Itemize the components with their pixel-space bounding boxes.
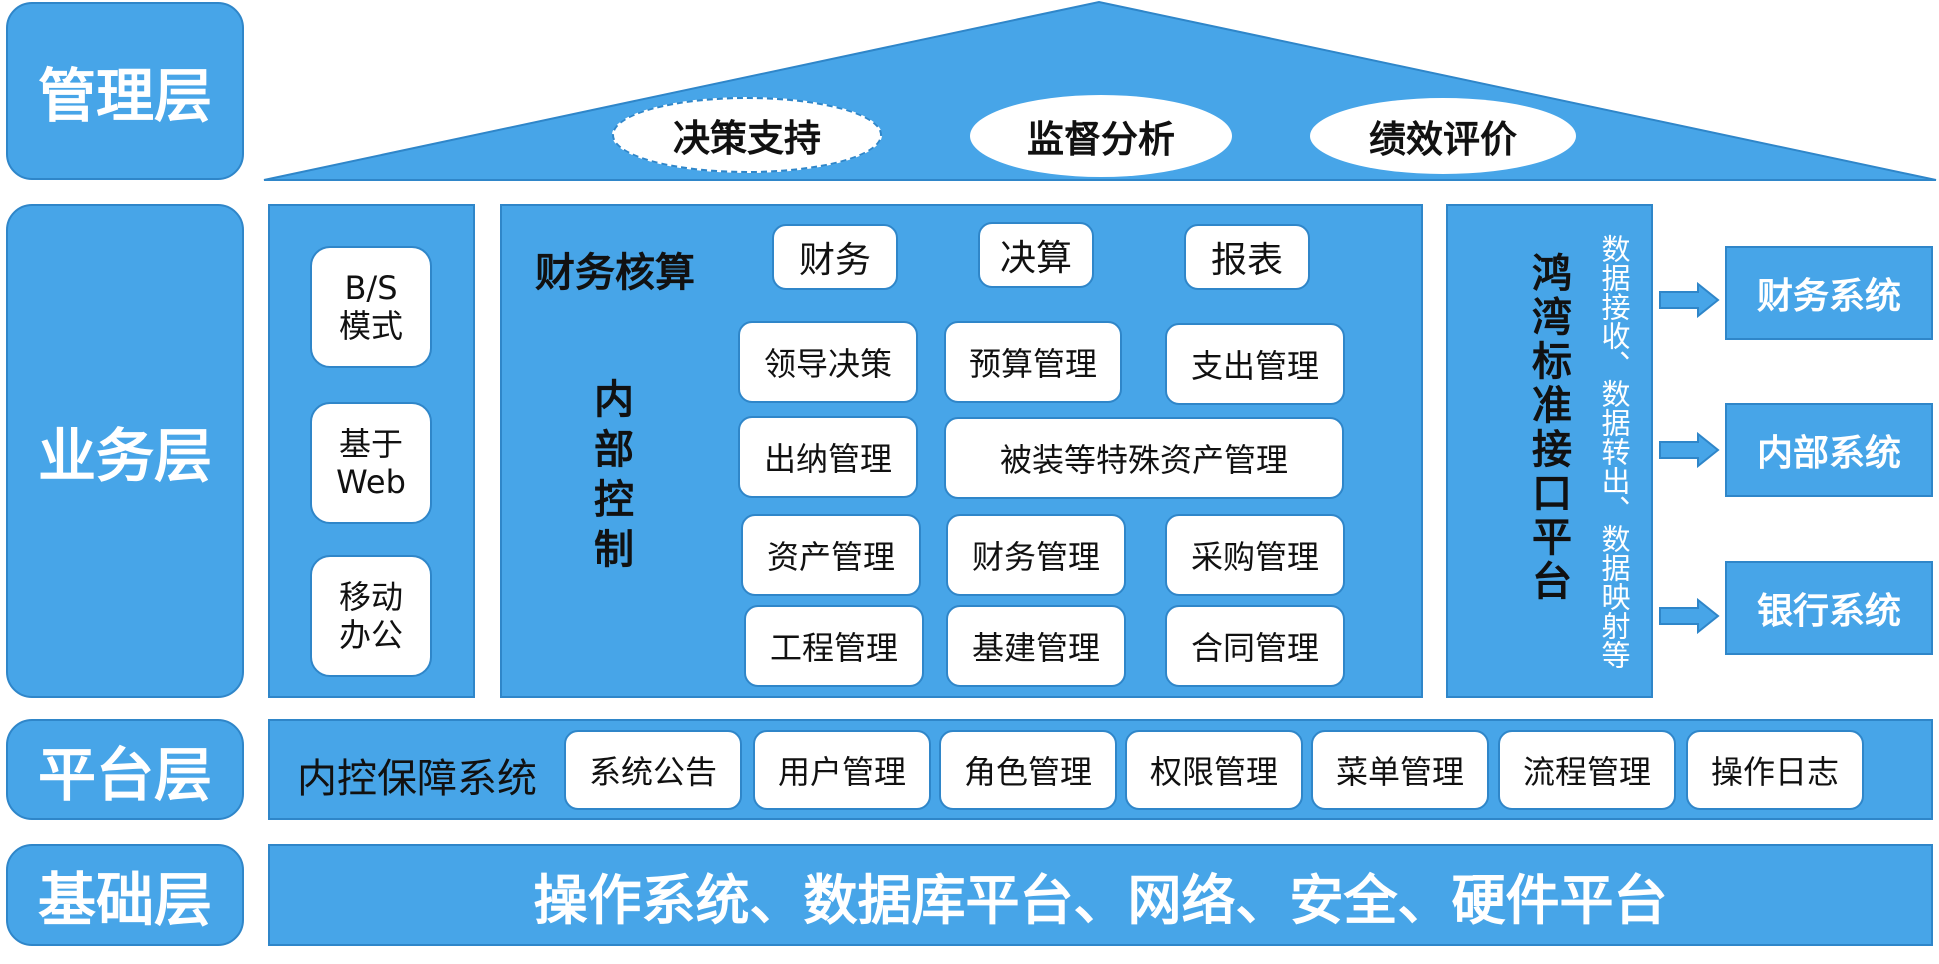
control-item-leadership-decision: 领导决策 xyxy=(738,321,918,403)
arrow-icon xyxy=(1659,282,1720,318)
management-item-supervision-analysis: 监督分析 xyxy=(970,95,1232,177)
layer-platform: 平台层 xyxy=(6,719,244,820)
control-item-special-asset-management: 被装等特殊资产管理 xyxy=(944,417,1344,499)
control-item-infrastructure-management: 基建管理 xyxy=(946,605,1126,687)
control-item-expenditure-management: 支出管理 xyxy=(1165,323,1345,405)
management-item-performance-evaluation: 绩效评价 xyxy=(1310,98,1576,174)
finance-accounting-title: 财务核算 xyxy=(535,250,695,296)
platform-title: 内控保障系统 xyxy=(297,756,537,802)
interface-platform-subtitle: 数据接收、数据转出、数据映射等 xyxy=(1597,234,1631,669)
external-system-bank: 银行系统 xyxy=(1725,561,1933,655)
arrow-icon xyxy=(1659,432,1720,468)
platform-item-user-management: 用户管理 xyxy=(753,730,931,810)
layer-management: 管理层 xyxy=(6,2,244,180)
control-item-engineering-management: 工程管理 xyxy=(744,605,924,687)
platform-item-menu-management: 菜单管理 xyxy=(1311,730,1489,810)
layer-business: 业务层 xyxy=(6,204,244,698)
control-item-procurement-management: 采购管理 xyxy=(1165,514,1345,596)
foundation-panel: 操作系统、数据库平台、网络、安全、硬件平台 xyxy=(268,844,1933,946)
control-item-asset-management: 资产管理 xyxy=(741,514,921,596)
internal-control-title: 内部控制 xyxy=(587,378,633,578)
external-system-finance: 财务系统 xyxy=(1725,246,1933,340)
external-system-internal: 内部系统 xyxy=(1725,403,1933,497)
access-mode-mobile: 移动办公 xyxy=(310,555,432,677)
management-roof xyxy=(263,0,1937,181)
layer-foundation: 基础层 xyxy=(6,844,244,946)
finance-item-finance: 财务 xyxy=(772,224,898,290)
platform-item-operation-log: 操作日志 xyxy=(1686,730,1864,810)
arrow-icon xyxy=(1659,598,1720,634)
platform-item-announcements: 系统公告 xyxy=(564,730,742,810)
interface-platform-title: 鸿湾标准接口平台 xyxy=(1525,252,1571,604)
platform-item-permission-management: 权限管理 xyxy=(1125,730,1303,810)
platform-item-workflow-management: 流程管理 xyxy=(1498,730,1676,810)
control-item-budget-management: 预算管理 xyxy=(944,321,1122,403)
platform-item-role-management: 角色管理 xyxy=(939,730,1117,810)
finance-item-reports: 报表 xyxy=(1184,224,1310,290)
control-item-cashier-management: 出纳管理 xyxy=(738,416,918,498)
control-item-finance-management: 财务管理 xyxy=(946,514,1126,596)
management-item-decision-support: 决策支持 xyxy=(612,97,882,173)
interface-platform-panel xyxy=(1446,204,1653,698)
control-item-contract-management: 合同管理 xyxy=(1165,605,1345,687)
finance-item-final-accounts: 决算 xyxy=(978,222,1094,288)
